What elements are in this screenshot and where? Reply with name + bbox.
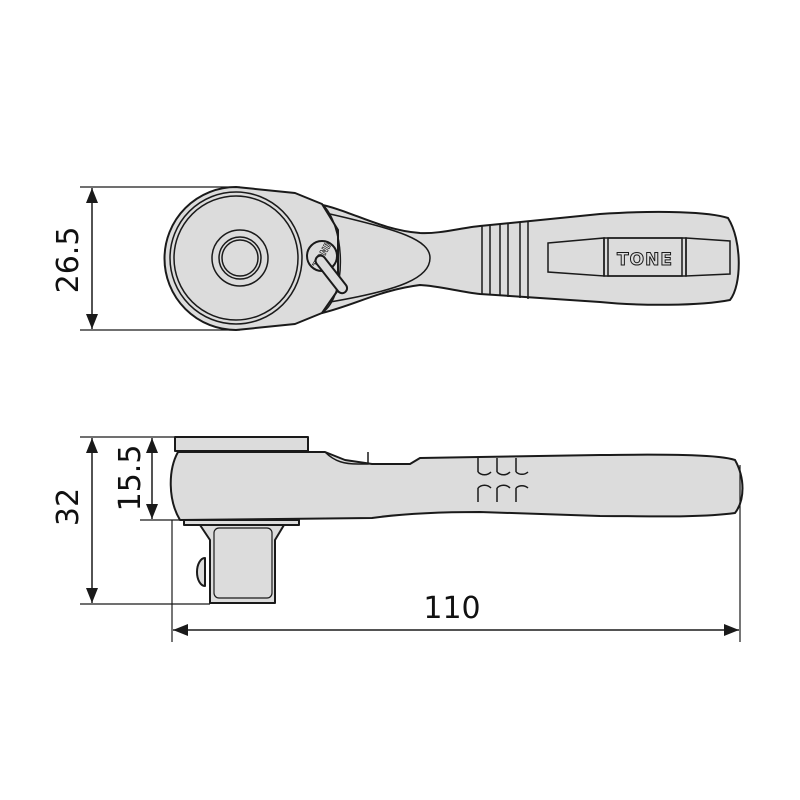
drive-boss bbox=[211, 229, 269, 287]
square-drive-face bbox=[213, 527, 273, 599]
dim-total-height: 32 bbox=[51, 488, 86, 526]
dimensions: 26.5 32 15.5 110 bbox=[51, 186, 741, 642]
head-ring-outer bbox=[169, 191, 303, 325]
head-ring-inner bbox=[173, 195, 299, 321]
drive-socket-inner bbox=[221, 239, 259, 277]
brand-logo: TONE bbox=[617, 250, 673, 270]
detent-ball bbox=[196, 557, 206, 587]
head-top bbox=[163, 186, 339, 331]
switch-lever[interactable] bbox=[314, 254, 350, 296]
neck-contour bbox=[329, 213, 431, 303]
direction-switch[interactable]: TONE bbox=[306, 240, 350, 296]
body-side bbox=[169, 451, 744, 521]
side-view bbox=[169, 436, 744, 604]
neck-step bbox=[324, 451, 369, 465]
dim-total-length: 110 bbox=[423, 591, 480, 626]
grip-ribs bbox=[477, 458, 517, 502]
grip-rib-ends bbox=[477, 471, 529, 489]
head-seam bbox=[321, 203, 342, 314]
drive-socket bbox=[218, 236, 262, 280]
label-panel-inner bbox=[607, 237, 683, 277]
grip-grooves bbox=[481, 221, 529, 299]
top-plate bbox=[174, 436, 309, 452]
square-drive bbox=[199, 524, 285, 604]
dim-head-width: 26.5 bbox=[51, 227, 86, 294]
dim-head-height: 15.5 bbox=[113, 445, 148, 512]
top-view: TONE TONE bbox=[163, 186, 740, 331]
